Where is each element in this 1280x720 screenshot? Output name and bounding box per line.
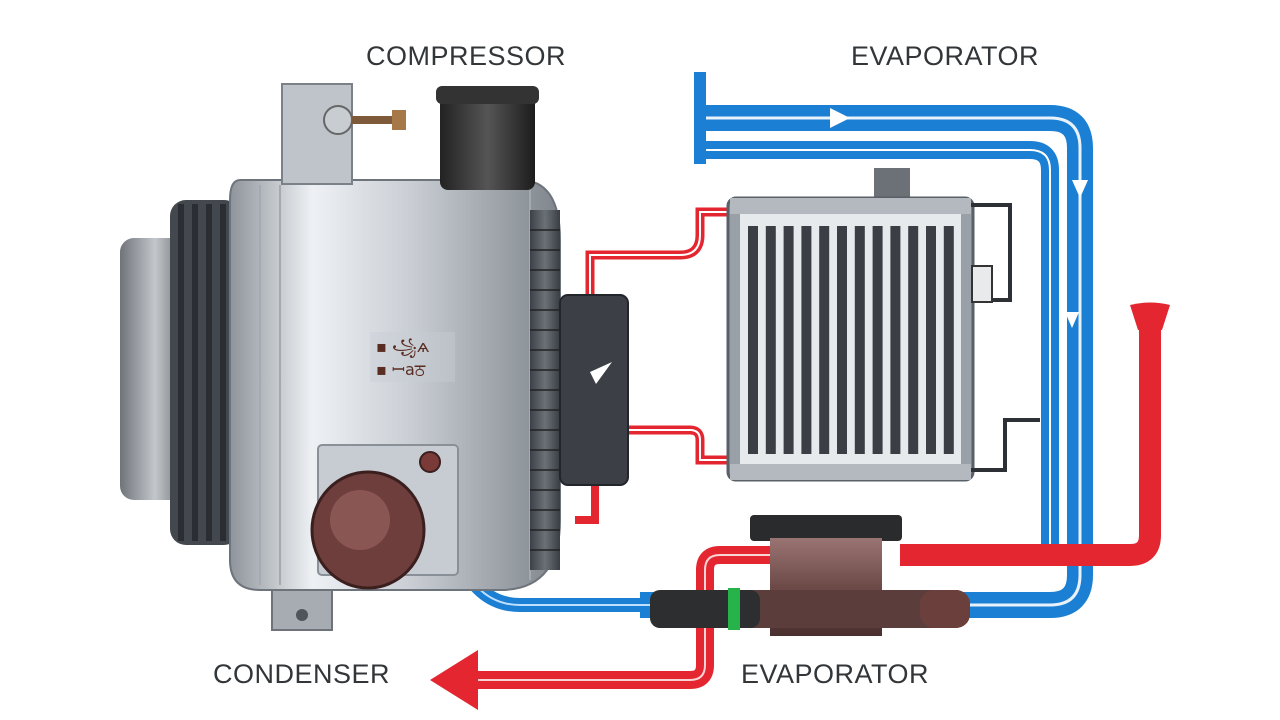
condenser-label: CONDENSER [213, 659, 391, 689]
flow-arrow-icon [430, 650, 478, 710]
condenser-radiator [726, 168, 1040, 482]
radiator-fin [890, 226, 901, 454]
compressor-label: COMPRESSOR [366, 41, 567, 71]
nameplate-mark: ▪ ꟷaਠ [376, 360, 426, 379]
radiator-fin [926, 226, 936, 454]
compressor: ▪ ꧁ѧ ▪ ꟷaਠ [120, 83, 629, 631]
radiator-fin [819, 226, 830, 454]
radiator-fin [908, 226, 919, 454]
radiator-fin [837, 226, 847, 454]
flow-arrow-icon [1072, 180, 1088, 198]
nameplate-mark: ▪ ꧁ѧ [376, 337, 430, 358]
radiator-fin [783, 226, 794, 454]
radiator-fin [854, 226, 865, 454]
radiator-fin [943, 226, 954, 454]
evaporator-top-label: EVAPORATOR [851, 41, 1040, 71]
radiator-fin [765, 226, 776, 454]
radiator-fin [872, 226, 883, 454]
radiator-fin [801, 226, 812, 454]
receiver-drier [650, 515, 970, 636]
flow-arrow-icon [1065, 312, 1079, 328]
radiator-fin [748, 226, 758, 454]
flow-arrow-icon [830, 108, 850, 128]
evaporator-bottom-label: EVAPORATOR [741, 659, 930, 689]
